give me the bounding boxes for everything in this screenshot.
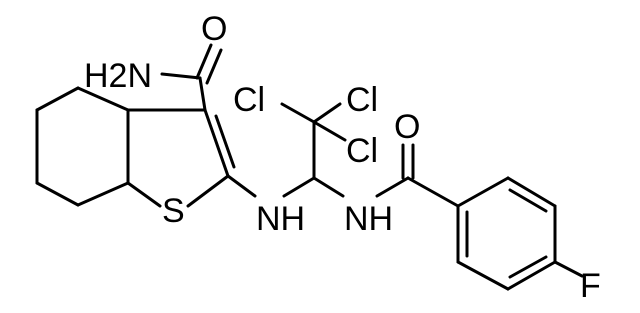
bond [76, 86, 130, 112]
bond [312, 176, 345, 198]
amide-nh-text: NH [344, 200, 393, 238]
bond [375, 176, 410, 198]
amine-nh-label: NH [256, 200, 305, 238]
chlorine-label-1: Cl [233, 81, 265, 119]
bond [508, 255, 548, 279]
bond [456, 176, 510, 208]
bond-lines [35, 43, 584, 291]
bond [312, 102, 342, 124]
bond [198, 76, 207, 112]
amide-nh-label: NH [344, 200, 393, 238]
amino-group-label: H2N [84, 57, 152, 95]
bond [160, 72, 202, 80]
amine-nh-text: NH [256, 200, 305, 238]
chlorine-label-2: Cl [346, 81, 378, 119]
bond [126, 181, 162, 208]
bond [280, 102, 316, 124]
bond [214, 114, 236, 169]
bond [282, 176, 316, 198]
bond [205, 48, 223, 85]
bond [35, 181, 80, 207]
bond [35, 86, 80, 112]
bond [506, 176, 557, 208]
sulfur-label: S [162, 192, 185, 230]
bond [553, 260, 584, 278]
bond [203, 108, 230, 178]
atom-labels: O H2N Cl Cl Cl O S NH NH F [84, 10, 601, 305]
bond [312, 120, 347, 142]
chlorine-label-3: Cl [346, 132, 378, 170]
bond [456, 260, 510, 291]
bond [406, 176, 460, 208]
fluorine-label: F [580, 267, 601, 305]
bond [226, 174, 257, 198]
bond [508, 188, 548, 213]
bond [195, 43, 213, 80]
bond [186, 174, 230, 208]
oxygen-benzoyl-label: O [394, 108, 420, 146]
bond [506, 260, 557, 291]
oxygen-amide-label: O [201, 10, 227, 48]
bond [76, 181, 130, 207]
